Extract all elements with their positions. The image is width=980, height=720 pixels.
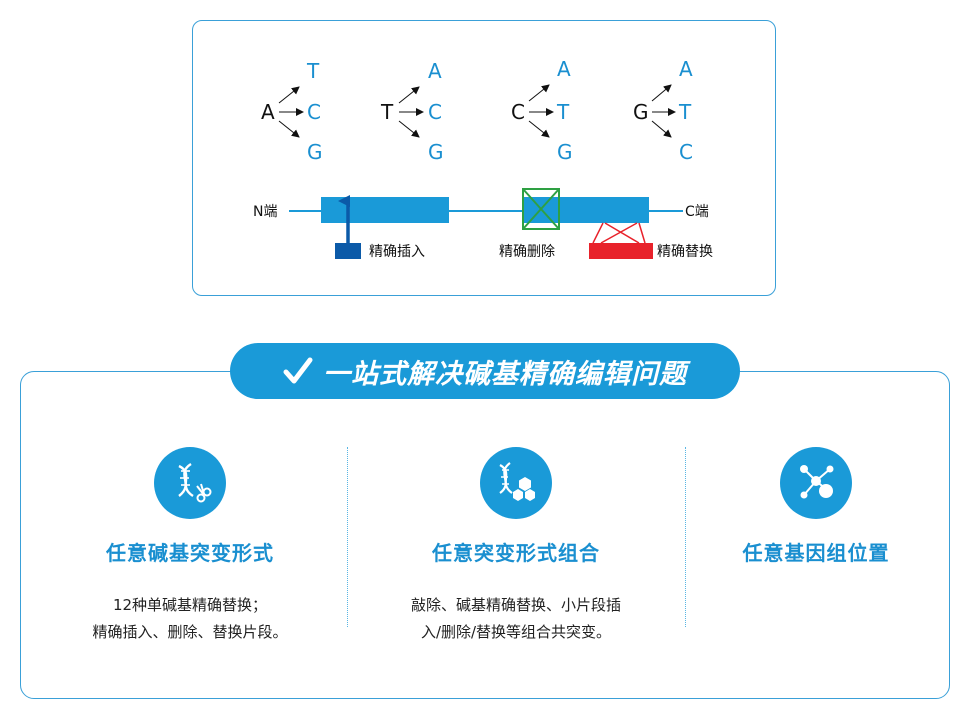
source-base: C (511, 100, 525, 124)
target-base: A (428, 59, 442, 83)
mutation-group-c: C A T G (511, 57, 573, 164)
target-base: C (428, 100, 442, 124)
protein-segment-2 (523, 197, 649, 223)
description-line: 精确插入、删除、替换片段。 (92, 623, 288, 641)
insertion-label: 精确插入 (369, 244, 425, 260)
n-terminus-label: N端 (253, 204, 277, 220)
molecule-network-icon (780, 447, 852, 519)
target-base: C (679, 140, 693, 164)
arrow (278, 86, 300, 104)
deletion-label: 精确删除 (499, 244, 555, 260)
arrow (651, 84, 672, 102)
banner: 一站式解决碱基精确编辑问题 (230, 343, 740, 399)
target-base: A (557, 57, 571, 81)
mutation-group-g: G A T C (633, 57, 693, 164)
features-panel (20, 371, 950, 699)
deletion-box (522, 188, 560, 230)
protein-segment-1 (321, 197, 449, 223)
description-line: 12种单碱基精确替换； (112, 596, 268, 614)
description-line: 敲除、碱基精确替换、小片段插 (410, 596, 621, 614)
target-base: T (306, 59, 320, 83)
source-base: T (380, 100, 394, 124)
mutation-diagram: A T C G T A C G C A T G (253, 57, 713, 260)
source-base: A (261, 100, 275, 124)
banner-title: 一站式解决碱基精确编辑问题 (323, 358, 687, 390)
feature-title: 任意基因组位置 (742, 541, 890, 565)
replacement-label: 精确替换 (657, 243, 713, 260)
description-line: 入/删除/替换等组合共突变。 (420, 623, 612, 641)
mutation-group-t: T A C G (380, 59, 444, 164)
target-base: A (679, 57, 693, 81)
insertion-block (335, 243, 361, 259)
replacement-block (589, 243, 653, 259)
source-base: G (633, 100, 649, 124)
arrow (278, 120, 300, 138)
column-divider (685, 447, 686, 627)
target-base: G (428, 140, 444, 164)
target-base: T (556, 100, 570, 124)
dna-scissors-icon (154, 447, 226, 519)
mutation-diagram-panel: A T C G T A C G C A T G (192, 20, 776, 296)
target-base: T (678, 100, 692, 124)
c-terminus-label: C端 (685, 204, 709, 220)
replacement-links (592, 222, 646, 244)
feature-description: 12种单碱基精确替换； 精确插入、删除、替换片段。 (40, 592, 340, 646)
checkmark-icon (283, 357, 313, 385)
target-base: G (557, 140, 573, 164)
target-base: G (307, 140, 323, 164)
feature-description: 敲除、碱基精确替换、小片段插 入/删除/替换等组合共突变。 (366, 592, 666, 646)
mutation-group-a: A T C G (261, 59, 323, 164)
feature-column-1: 任意碱基突变形式 12种单碱基精确替换； 精确插入、删除、替换片段。 (40, 447, 340, 646)
feature-column-2: 任意突变形式组合 敲除、碱基精确替换、小片段插 入/删除/替换等组合共突变。 (366, 447, 666, 646)
feature-title: 任意突变形式组合 (432, 541, 600, 565)
column-divider (347, 447, 348, 627)
feature-column-3: 任意基因组位置 (666, 447, 966, 566)
arrow (398, 120, 420, 138)
protein-schematic: N端 C端 精确插入 精确删除 精确 (253, 188, 713, 260)
arrow (651, 120, 672, 138)
arrow (398, 86, 420, 104)
target-base: C (307, 100, 321, 124)
dna-hexagon-icon (480, 447, 552, 519)
arrow (528, 120, 550, 138)
arrow (528, 84, 550, 102)
feature-title: 任意碱基突变形式 (106, 541, 274, 565)
